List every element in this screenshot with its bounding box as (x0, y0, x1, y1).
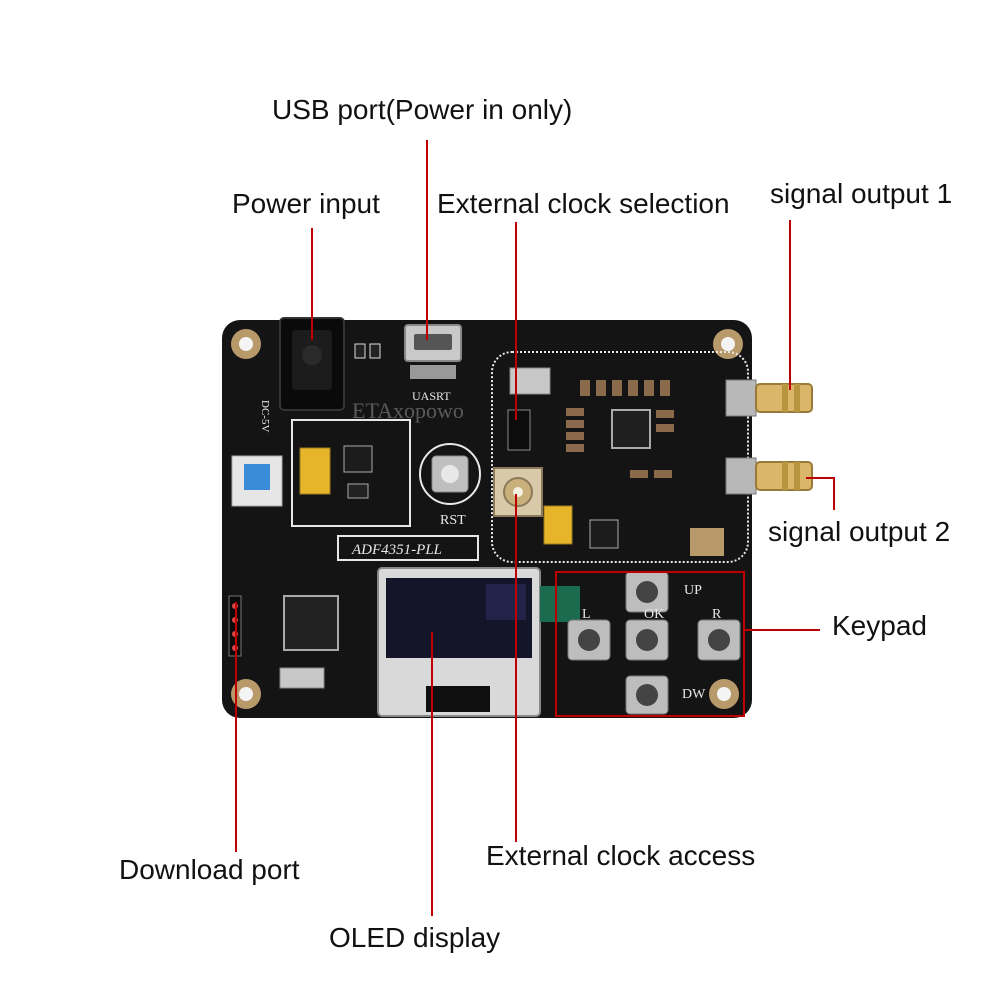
callout-line-output-2 (806, 477, 835, 510)
regulator-chip (343, 445, 373, 473)
power-switch (231, 455, 283, 507)
oled-display-label: OLED display (329, 922, 501, 953)
mounting-hole (231, 329, 261, 359)
rf-pad (690, 528, 724, 556)
keypad-button-down (625, 675, 669, 715)
dc-voltage-silkscreen: DC-5V (259, 400, 271, 432)
oled-display-module (377, 567, 580, 717)
external-clock-access-label: External clock access (486, 840, 756, 871)
usb-port (404, 324, 462, 379)
mounting-hole (231, 679, 261, 709)
key-ok-silkscreen: OK (644, 607, 664, 622)
keypad-highlight-box (555, 571, 745, 717)
key-up-silkscreen: UP (684, 583, 702, 598)
reset-button (419, 443, 481, 505)
usb-port-label: USB port(Power in only) (272, 94, 573, 125)
signal-output-2-sma (725, 457, 813, 495)
keypad-button-ok (625, 619, 669, 661)
key-left-silkscreen: L (582, 607, 591, 622)
tantalum-capacitor (543, 505, 573, 545)
download-port-label: Download port (119, 854, 300, 885)
pll-chip (611, 409, 651, 449)
signal-output-1-label: signal output 1 (770, 178, 953, 209)
keypad-button-right (697, 619, 741, 661)
model-silkscreen: ADF4351-PLL (351, 542, 442, 558)
clock-selection-jumper (507, 409, 531, 451)
rf-shield-outline (491, 351, 749, 563)
external-clock-selection-label: External clock selection (437, 188, 730, 219)
keypad-button-up (625, 571, 669, 613)
mounting-hole (709, 679, 739, 709)
external-clock-sma (493, 467, 543, 517)
callout-lines (235, 140, 835, 916)
uart-silkscreen: UASRT (412, 389, 451, 403)
mcu-crystal (279, 667, 325, 689)
regulator-outline (291, 419, 411, 527)
power-input-label: Power input (232, 188, 380, 219)
key-right-silkscreen: R (712, 607, 722, 622)
tantalum-capacitor (299, 447, 331, 495)
watermark: ETAxopowo (352, 398, 464, 423)
microcontroller-chip (283, 595, 339, 651)
key-down-silkscreen: DW (682, 687, 706, 702)
reset-silkscreen: RST (440, 513, 466, 528)
signal-output-1-sma (725, 379, 813, 417)
keypad-label: Keypad (832, 610, 927, 641)
mounting-hole (713, 329, 743, 359)
signal-output-2-label: signal output 2 (768, 516, 951, 547)
keypad-button-left (567, 619, 611, 661)
